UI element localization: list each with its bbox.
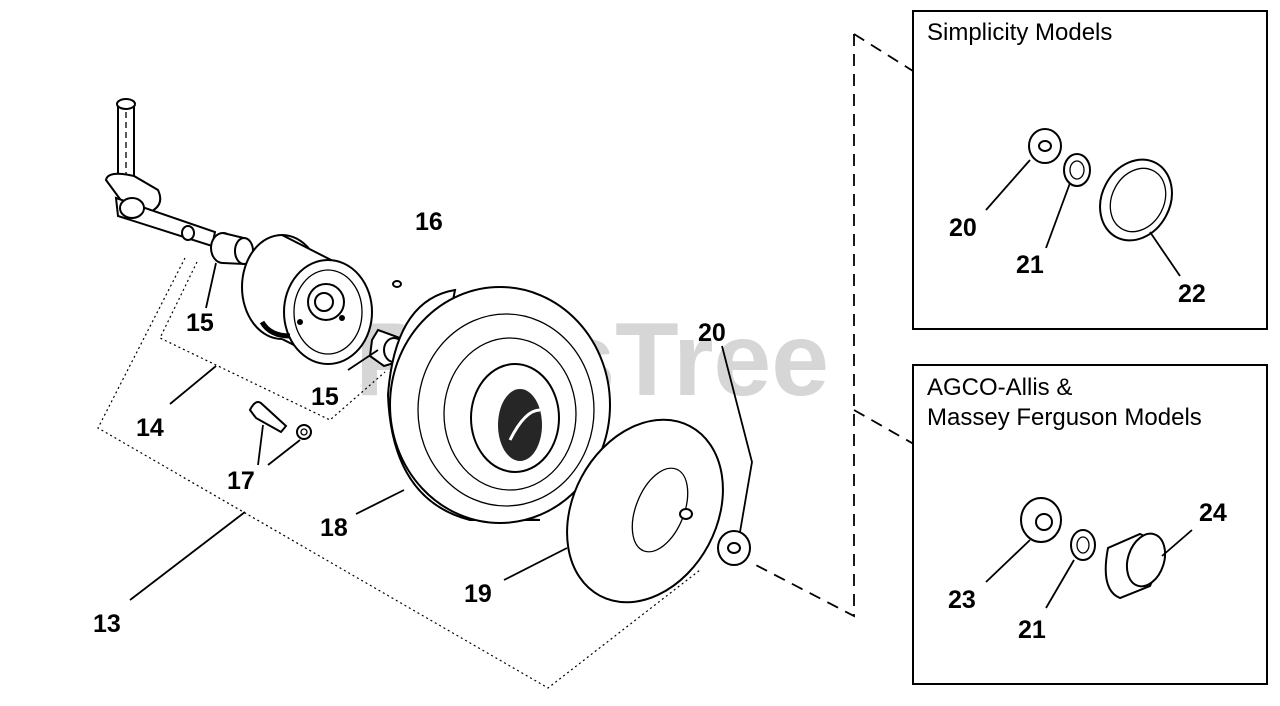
callout-17: 17 xyxy=(227,467,255,495)
washer-main xyxy=(717,530,751,566)
inner-tube xyxy=(566,418,724,604)
main-leader-lines xyxy=(129,262,753,601)
inset-simplicity-callout-20: 20 xyxy=(949,214,977,242)
callout-18: 18 xyxy=(320,514,348,542)
retainer-ring-icon xyxy=(1063,153,1091,187)
inset-simplicity-title: Simplicity Models xyxy=(927,19,1112,46)
inset-simplicity-callout-22: 22 xyxy=(1178,280,1206,308)
tire xyxy=(386,286,611,524)
inset-simplicity-callout-21: 21 xyxy=(1016,251,1044,279)
valve-cap xyxy=(392,280,402,288)
inset-agco-callout-21: 21 xyxy=(1018,616,1046,644)
callout-19: 19 xyxy=(464,580,492,608)
inset-agco-callout-24: 24 xyxy=(1199,499,1227,527)
valve-stem xyxy=(248,401,312,440)
retainer-ring-icon-2 xyxy=(1070,529,1096,561)
callout-15-right: 15 xyxy=(311,383,339,411)
inset-agco: AGCO-Allis & Massey Ferguson Models 23 2… xyxy=(912,364,1268,685)
hub-cap-icon xyxy=(1099,158,1173,242)
inset-simplicity: Simplicity Models 20 21 22 xyxy=(912,10,1268,330)
callout-14: 14 xyxy=(136,414,164,442)
inset-agco-title-line1: AGCO-Allis & xyxy=(927,374,1072,401)
wheel-rim xyxy=(241,234,373,365)
main-callouts: 13 14 15 15 16 17 18 19 20 xyxy=(93,208,726,638)
inset-agco-title-line2: Massey Ferguson Models xyxy=(927,404,1202,431)
inset-agco-callout-23: 23 xyxy=(948,586,976,614)
bushing-left xyxy=(210,232,254,266)
spindle-axle xyxy=(104,98,217,248)
callout-13: 13 xyxy=(93,610,121,638)
callout-16: 16 xyxy=(415,208,443,236)
callout-20: 20 xyxy=(698,319,726,347)
assembly-bracket-lines xyxy=(97,257,701,689)
callout-15-left: 15 xyxy=(186,309,214,337)
